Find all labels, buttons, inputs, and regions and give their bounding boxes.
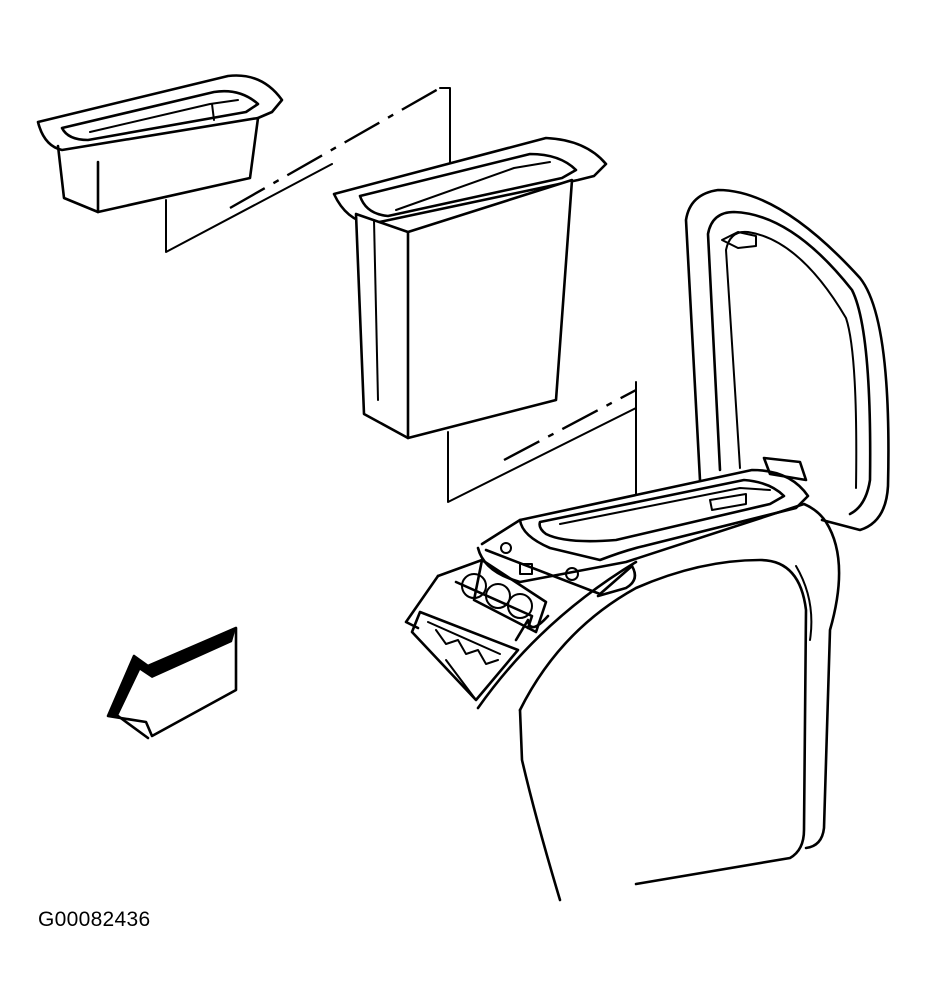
- shallow-storage-tray: [36, 74, 284, 214]
- figure-code: G00082436: [38, 908, 151, 931]
- deep-storage-bin: [332, 136, 608, 440]
- vehicle-front-direction-arrow: [106, 626, 238, 740]
- center-console-with-open-lid: [404, 188, 890, 902]
